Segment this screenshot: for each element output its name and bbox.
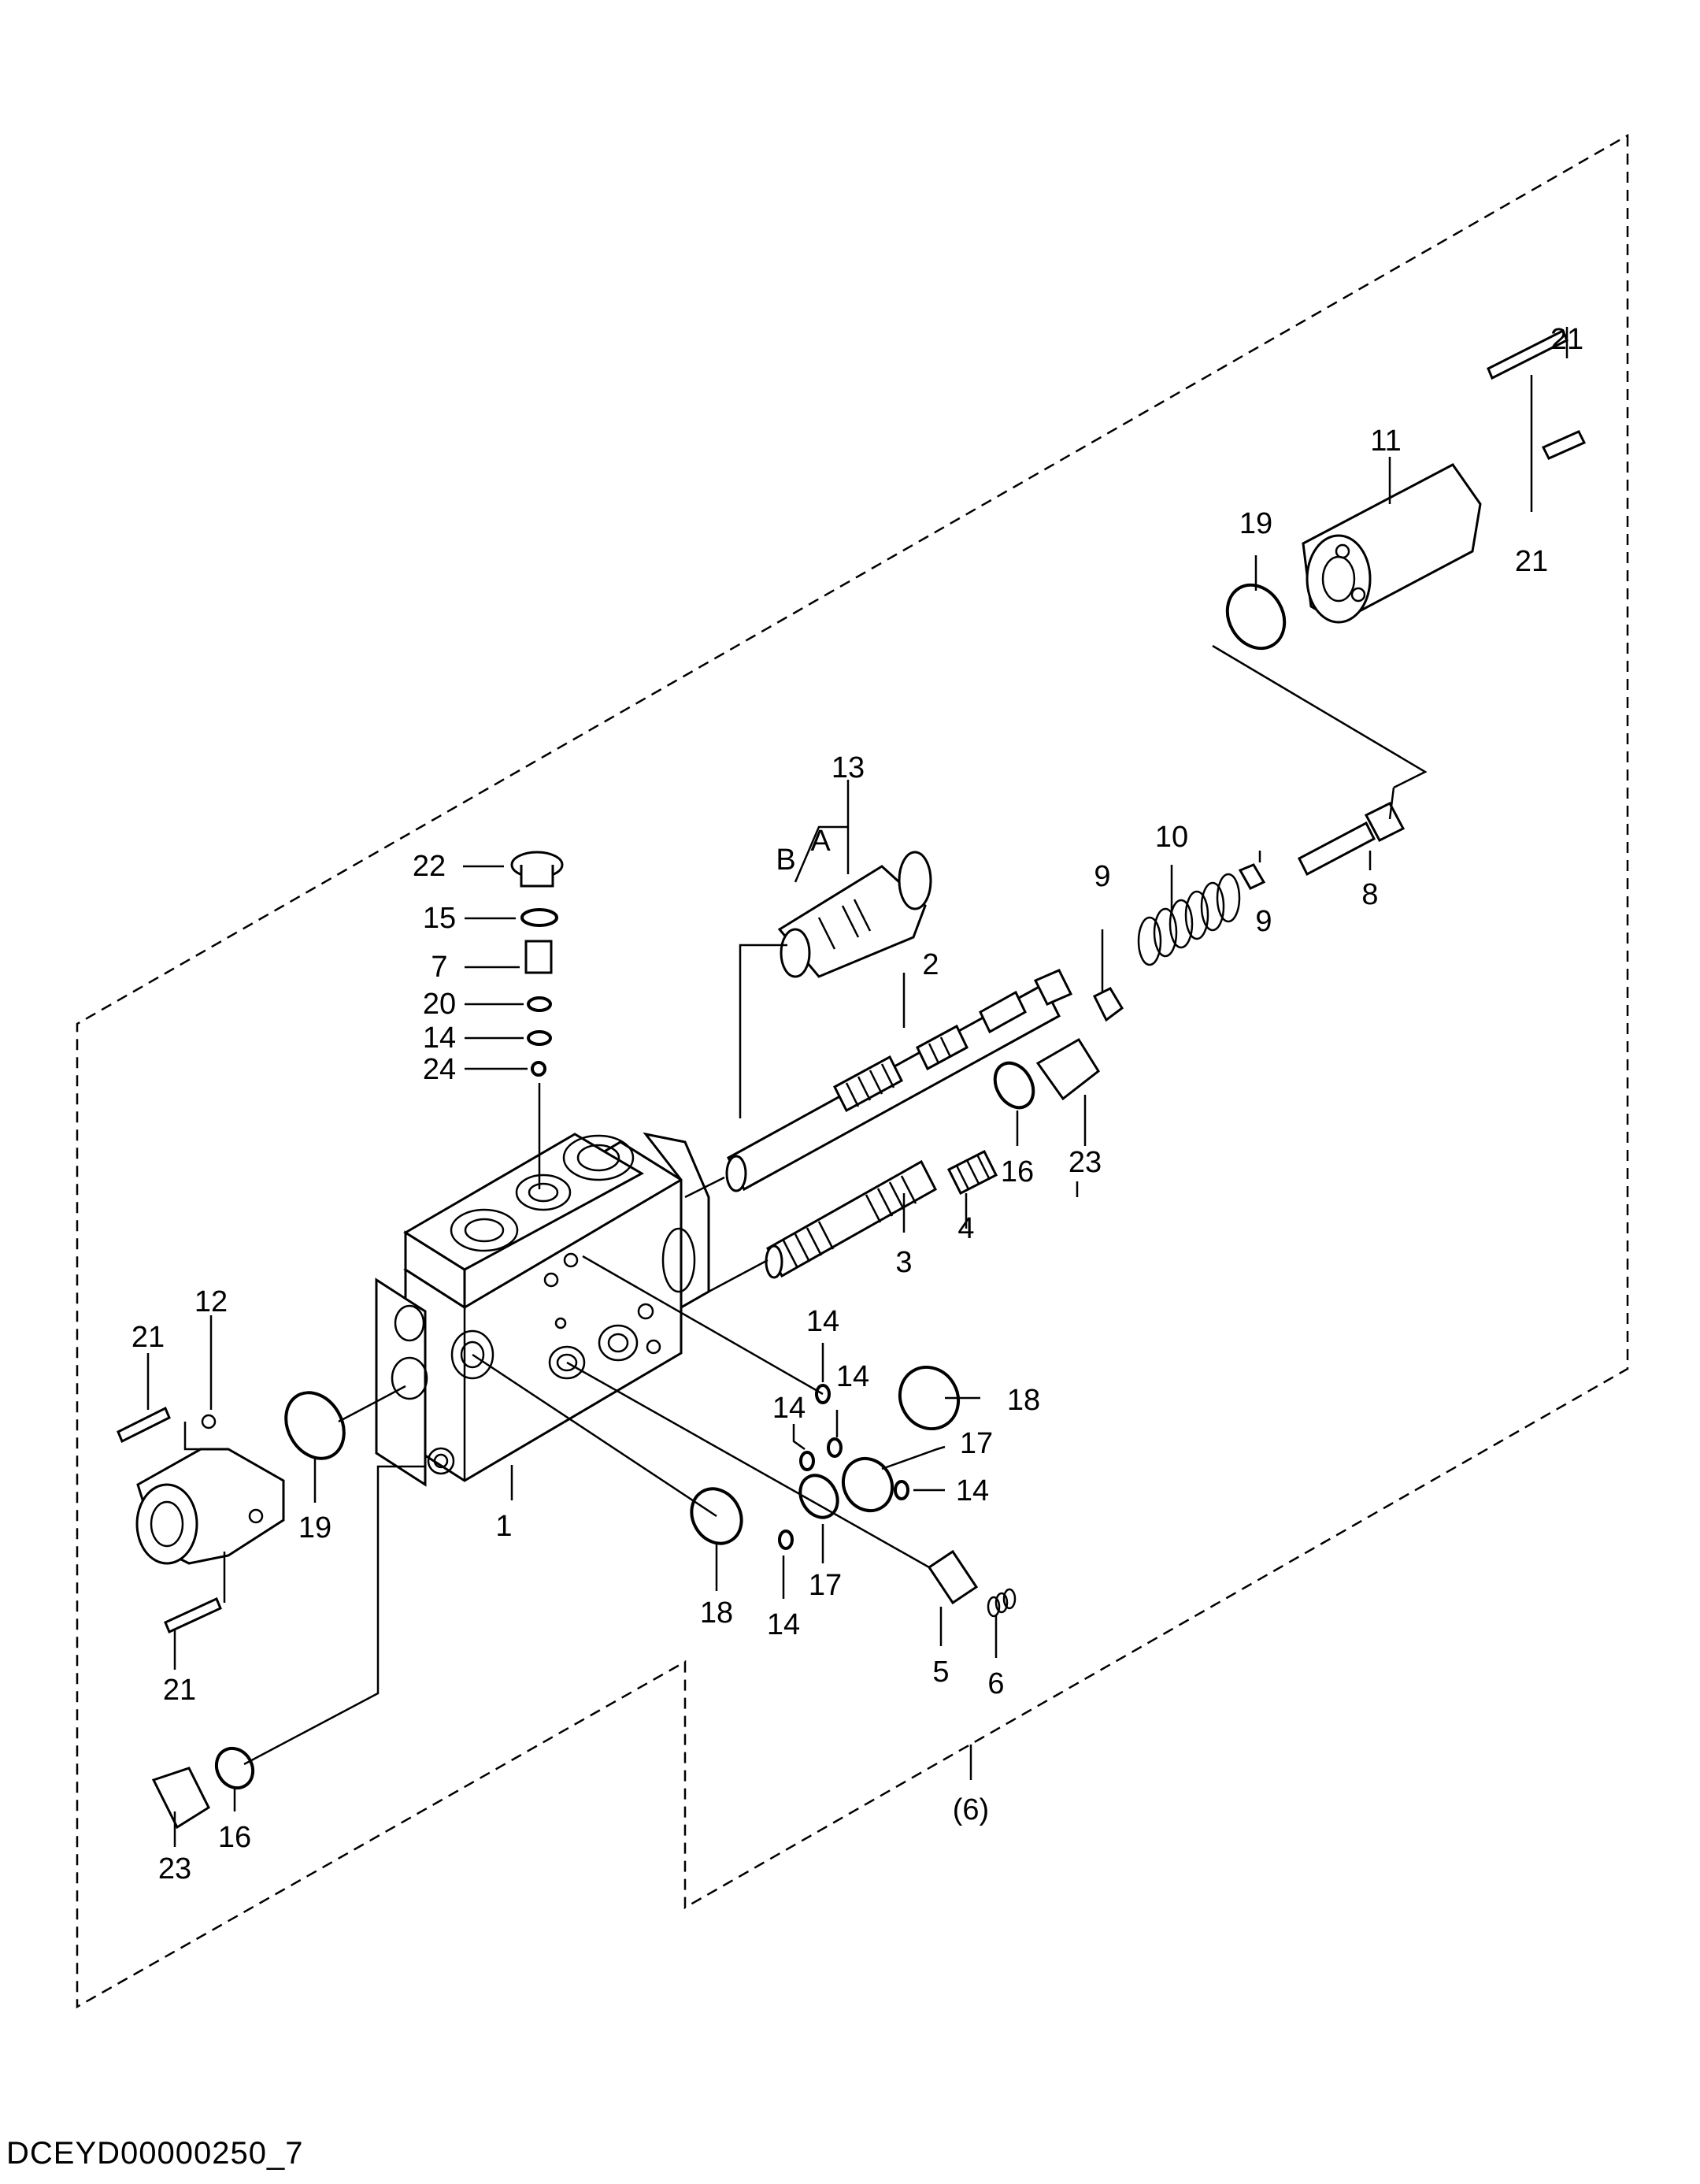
- callout-14-b: 14: [836, 1360, 869, 1393]
- callout-2: 2: [922, 948, 939, 981]
- assembly-lines: [146, 327, 1569, 1847]
- callout-A: A: [810, 825, 831, 858]
- callout-16-left: 16: [218, 1821, 251, 1854]
- callout-24: 24: [423, 1053, 456, 1086]
- callout-15: 15: [423, 902, 456, 935]
- callout-17-upper: 17: [960, 1427, 993, 1460]
- callout-10: 10: [1155, 821, 1188, 854]
- small-parts: [117, 328, 1587, 1830]
- callout-labels: 1 2 3 4 5 6 7 8 9 9 10 11 12 13 A B 14 1…: [131, 323, 1583, 1886]
- callout-22: 22: [413, 850, 446, 883]
- sleeve-4: [946, 1149, 998, 1196]
- callout-16-right: 16: [1001, 1155, 1034, 1188]
- callout-17-lower: 17: [809, 1569, 842, 1602]
- callout-19-left: 19: [298, 1511, 331, 1544]
- assembly-boundary: [76, 133, 1629, 2009]
- callout-11: 11: [1370, 425, 1401, 458]
- callout-B: B: [776, 844, 795, 877]
- callout-9-right: 9: [1255, 905, 1272, 938]
- callout-20: 20: [423, 988, 456, 1021]
- o-rings: [214, 583, 1287, 1790]
- bolt-8: [1298, 802, 1406, 877]
- callout-assembly-6: (6): [953, 1793, 989, 1826]
- drawing-code: DCEYD00000250_7: [6, 2136, 304, 2171]
- spool: [725, 969, 1073, 1192]
- callout-23-left: 23: [158, 1852, 191, 1886]
- callout-6: 6: [987, 1667, 1004, 1700]
- callout-7: 7: [431, 951, 447, 984]
- callout-14-f: 14: [423, 1022, 456, 1055]
- callout-9-left: 9: [1094, 860, 1110, 893]
- callout-21-upper-left: 21: [131, 1321, 165, 1354]
- spring-10: [1137, 873, 1241, 966]
- callout-4: 4: [957, 1212, 974, 1245]
- callout-3: 3: [895, 1246, 912, 1279]
- callout-19-upper: 19: [1239, 507, 1272, 540]
- valve-body: [375, 1132, 710, 1487]
- callout-1: 1: [495, 1510, 512, 1543]
- cover-11: [1302, 463, 1482, 624]
- callout-18-lower: 18: [700, 1596, 733, 1630]
- callout-21-right: 21: [1515, 545, 1548, 578]
- callout-5: 5: [932, 1656, 949, 1689]
- cover-12: [135, 1414, 285, 1565]
- callout-12: 12: [194, 1285, 228, 1318]
- callout-14-e: 14: [767, 1608, 800, 1641]
- spool-3: [765, 1159, 937, 1279]
- callout-21-top: 21: [1550, 323, 1583, 356]
- callout-23-right: 23: [1069, 1146, 1102, 1179]
- relief-valve-13: [777, 851, 932, 978]
- callout-14-c: 14: [772, 1392, 806, 1425]
- callout-18-right: 18: [1007, 1384, 1040, 1417]
- callout-8: 8: [1361, 878, 1378, 911]
- callout-21-lower-left: 21: [163, 1674, 196, 1707]
- callout-14-a: 14: [806, 1305, 839, 1338]
- callout-14-d: 14: [956, 1474, 989, 1507]
- callout-13: 13: [831, 751, 865, 784]
